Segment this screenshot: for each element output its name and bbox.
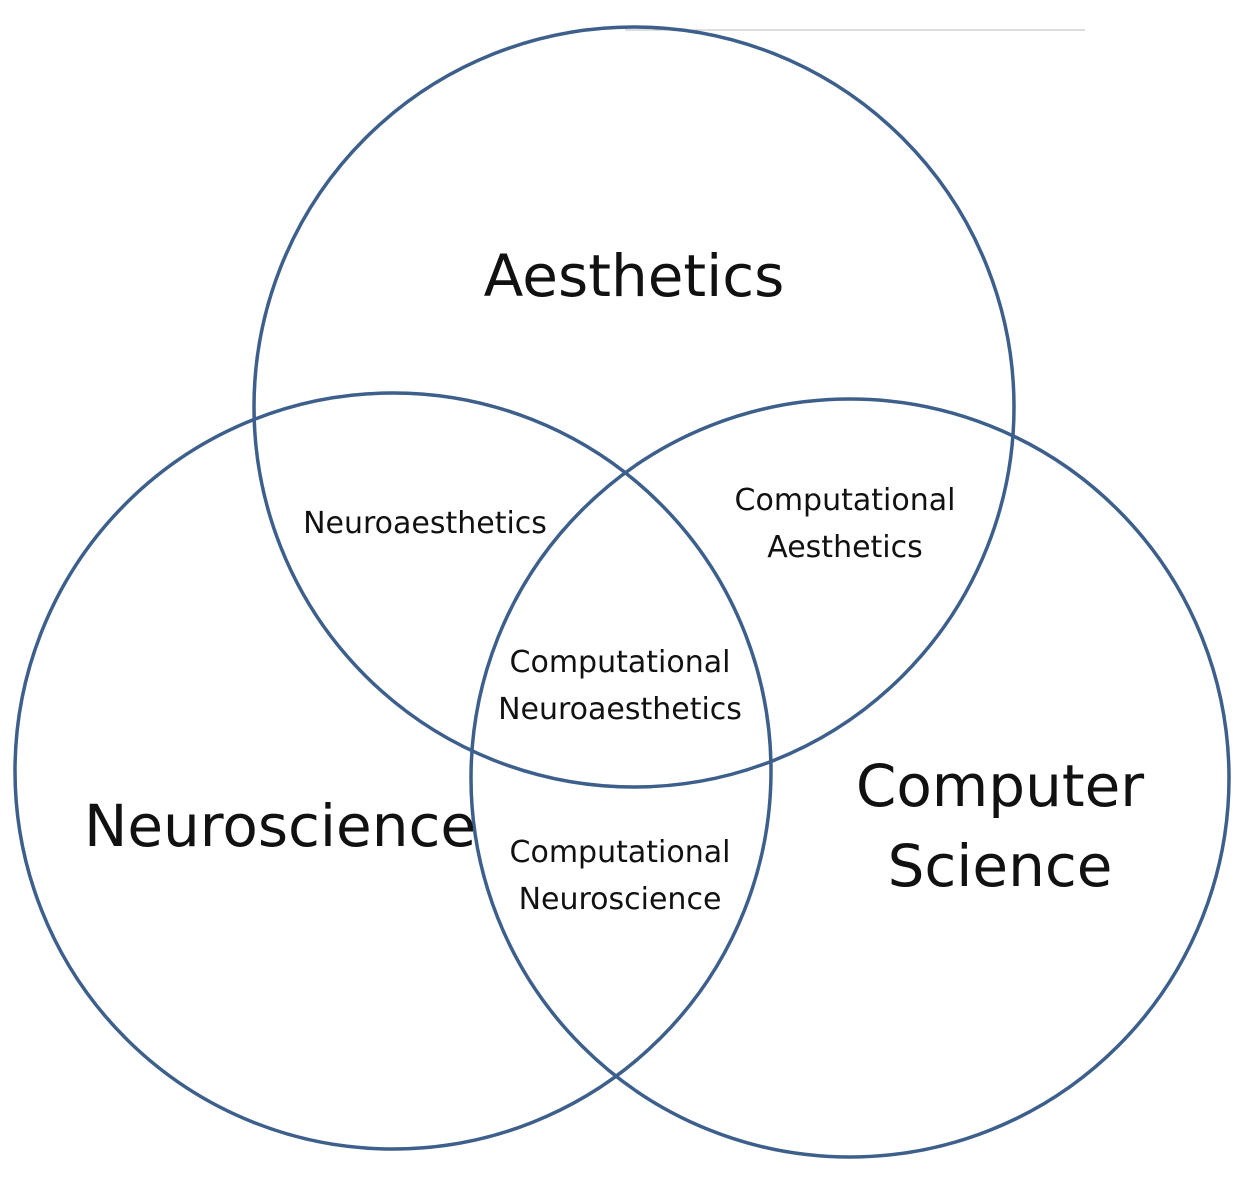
- computer-science-label-line1: Computer: [856, 752, 1144, 820]
- neuroscience-label: Neuroscience: [84, 792, 476, 860]
- computational-neuroscience-label-line1: Computational: [510, 835, 731, 870]
- neuroscience-circle: [13, 391, 773, 1151]
- computational-aesthetics-label-line1: Computational: [735, 483, 956, 518]
- computational-aesthetics-label-line2: Aesthetics: [767, 530, 923, 565]
- computer-science-label-line2: Science: [888, 832, 1113, 900]
- computational-neuroaesthetics-label-line1: Computational: [510, 645, 731, 680]
- computer-science-circle: [469, 397, 1231, 1159]
- aesthetics-label: Aesthetics: [484, 242, 785, 310]
- computational-neuroscience-label-line2: Neuroscience: [519, 882, 722, 917]
- neuroaesthetics-label: Neuroaesthetics: [303, 506, 547, 541]
- aesthetics-circle: [252, 25, 1016, 789]
- computational-neuroaesthetics-label-line2: Neuroaesthetics: [498, 692, 742, 727]
